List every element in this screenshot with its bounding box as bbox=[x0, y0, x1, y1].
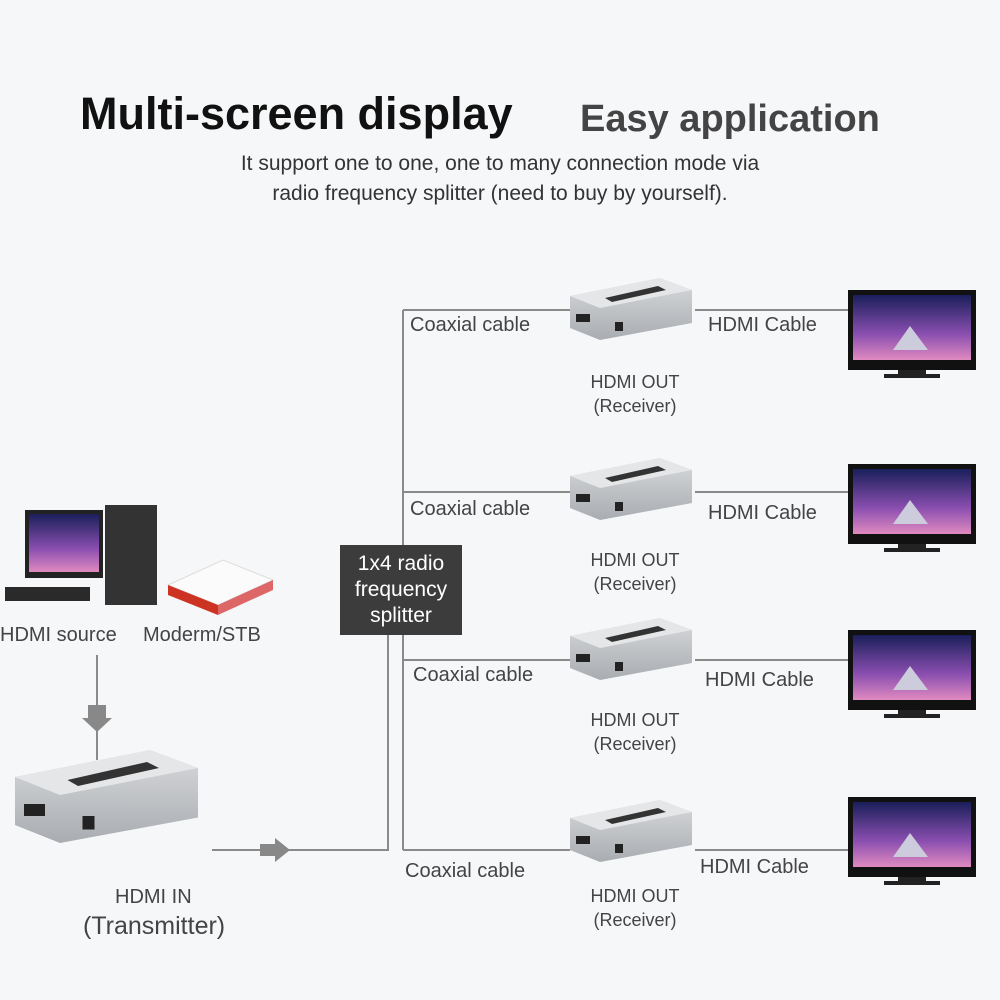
computer bbox=[5, 505, 157, 605]
receiver-label: HDMI OUT (Receiver) bbox=[570, 548, 700, 596]
description-line-1: It support one to one, one to many conne… bbox=[240, 152, 760, 175]
hdmi-cable-label: HDMI Cable bbox=[708, 314, 817, 336]
receiver-label: HDMI OUT (Receiver) bbox=[570, 370, 700, 418]
coax-label: Coaxial cable bbox=[413, 664, 534, 686]
subtitle: Easy application bbox=[580, 98, 880, 140]
receiver-line-2: (Receiver) bbox=[593, 734, 677, 754]
receiver-line-2: (Receiver) bbox=[593, 574, 677, 594]
transmitter-label-1: HDMI IN bbox=[115, 886, 192, 908]
receiver-label: HDMI OUT (Receiver) bbox=[570, 884, 700, 932]
rf-splitter: 1x4 radio frequency splitter bbox=[340, 545, 462, 635]
receiver-line-1: HDMI OUT bbox=[590, 550, 680, 570]
splitter-line-3: splitter bbox=[370, 604, 432, 627]
coax-label: Coaxial cable bbox=[410, 498, 531, 520]
transmitter-device bbox=[15, 750, 198, 843]
modem-stb bbox=[166, 559, 275, 615]
transmitter-label-2: (Transmitter) bbox=[83, 912, 226, 940]
title: Multi-screen display bbox=[80, 88, 513, 139]
receiver-line-1: HDMI OUT bbox=[590, 886, 680, 906]
cable-lines bbox=[96, 309, 848, 851]
coax-label: Coaxial cable bbox=[410, 314, 531, 336]
splitter-line-1: 1x4 radio bbox=[357, 552, 445, 575]
receiver-line-1: HDMI OUT bbox=[590, 372, 680, 392]
hdmi-source-label: HDMI source bbox=[0, 624, 117, 646]
hdmi-cable-label: HDMI Cable bbox=[700, 856, 809, 878]
description-line-2: radio frequency splitter (need to buy by… bbox=[272, 182, 728, 205]
receiver-line-1: HDMI OUT bbox=[590, 710, 680, 730]
receiver-line-2: (Receiver) bbox=[593, 396, 677, 416]
arrow-right-icon bbox=[260, 838, 290, 862]
coax-label: Coaxial cable bbox=[405, 860, 526, 882]
arrow-down-icon bbox=[82, 705, 112, 732]
receiver-line-2: (Receiver) bbox=[593, 910, 677, 930]
hdmi-cable-label: HDMI Cable bbox=[708, 502, 817, 524]
hdmi-cable-label: HDMI Cable bbox=[705, 669, 814, 691]
receiver-label: HDMI OUT (Receiver) bbox=[570, 708, 700, 756]
splitter-line-2: frequency bbox=[354, 578, 448, 601]
modem-label: Moderm/STB bbox=[143, 624, 261, 646]
